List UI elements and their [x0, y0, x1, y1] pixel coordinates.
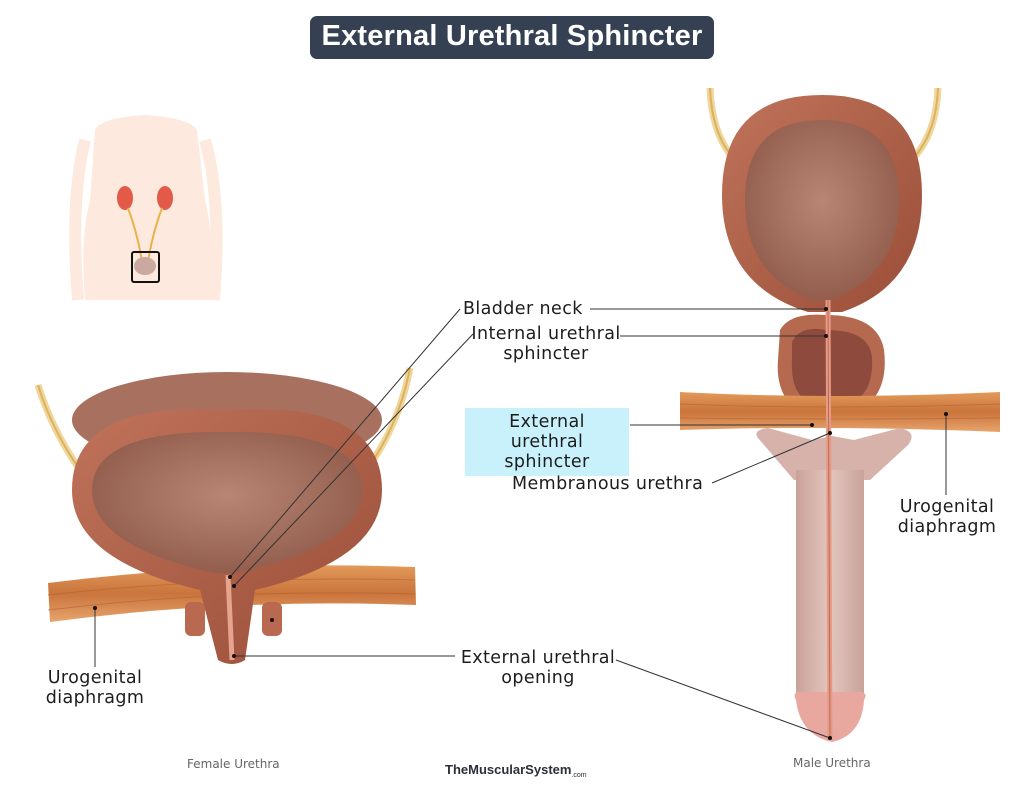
leader-dots: [93, 307, 948, 740]
leader-lines: [94, 308, 947, 739]
label-opening-line-1: External urethral: [460, 648, 616, 668]
label-urogenital-diaphragm-male: Urogenital diaphragm: [892, 497, 1002, 537]
label-internal-line-1: Internal urethral: [471, 324, 621, 344]
label-urogenital-left-line-1: Urogenital: [47, 668, 143, 688]
label-urogenital-diaphragm-female: Urogenital diaphragm: [40, 668, 150, 708]
leader-membranous-urethra: [711, 432, 831, 484]
label-external-urethral-opening: External urethral opening: [456, 648, 620, 688]
male-urethra-illustration: [679, 87, 1001, 742]
label-internal-urethral-sphincter: Internal urethral sphincter: [466, 324, 626, 364]
leader-external-opening-male: [615, 659, 831, 739]
label-membranous-urethra: Membranous urethra: [512, 474, 704, 494]
label-opening-line-2: opening: [501, 668, 575, 688]
brand-name: TheMuscularSystem: [445, 762, 572, 777]
body-locator-icon: [69, 115, 223, 301]
title-container: External Urethral Sphincter: [0, 16, 1024, 59]
page-title: External Urethral Sphincter: [309, 16, 715, 59]
label-urogenital-right-line-2: diaphragm: [897, 517, 997, 537]
label-external-line-1: External urethral: [509, 412, 585, 452]
locator-box-icon: [131, 251, 160, 283]
label-internal-line-2: sphincter: [503, 344, 589, 364]
label-bladder-neck: Bladder neck: [463, 299, 583, 319]
label-external-line-2: sphincter: [504, 452, 590, 472]
caption-female-urethra: Female Urethra: [187, 757, 280, 771]
label-urogenital-right-line-1: Urogenital: [899, 497, 995, 517]
label-external-urethral-sphincter: External urethral sphincter: [465, 408, 629, 476]
label-urogenital-left-line-2: diaphragm: [45, 688, 145, 708]
caption-male-urethra: Male Urethra: [793, 756, 871, 770]
leader-bladder-neck-female: [229, 308, 461, 578]
brand-suffix: .com: [571, 772, 587, 779]
female-urethra-illustration: [34, 367, 416, 664]
site-brand-logo: TheMuscularSystem.com: [445, 762, 587, 779]
leader-internal-sphincter-female: [233, 333, 474, 587]
